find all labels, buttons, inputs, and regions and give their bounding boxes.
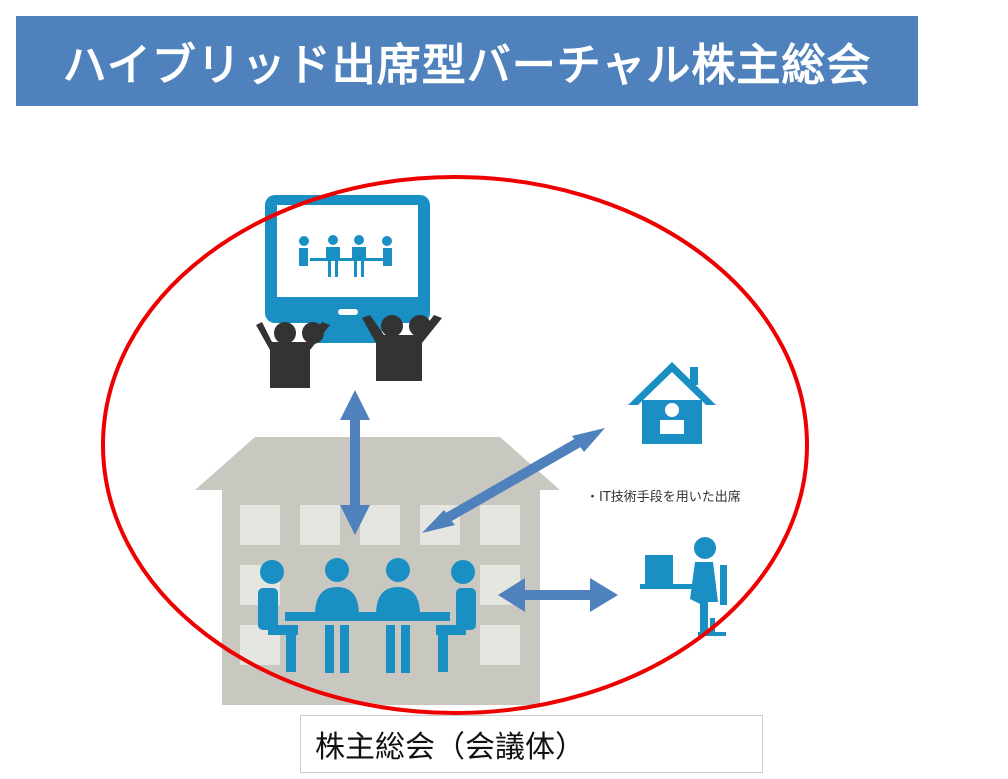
page-title: ハイブリッド出席型バーチャル株主総会 (62, 40, 872, 91)
connection-arrows (340, 390, 618, 612)
meeting-people-icon (258, 558, 476, 673)
arrow-home-meeting (422, 428, 605, 533)
arrow-worker-meeting (498, 578, 618, 612)
title-banner: ハイブリッド出席型バーチャル株主総会 (16, 16, 918, 106)
arrow-monitor-meeting (340, 390, 370, 535)
meeting-body-label: 株主総会（会議体） (300, 715, 763, 773)
home-icon (628, 362, 716, 444)
remote-audience-icon (256, 315, 442, 388)
meeting-scope-ellipse (101, 175, 809, 715)
remote-worker-icon (640, 537, 727, 636)
it-attendance-label: ・IT技術手段を用いた出席 (586, 490, 741, 505)
monitor-icon (265, 195, 430, 343)
